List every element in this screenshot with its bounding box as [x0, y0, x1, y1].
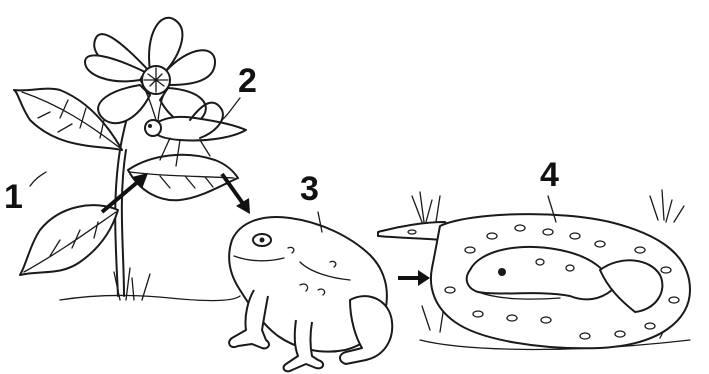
toad-illustration	[229, 212, 392, 371]
arrow-toad-to-snake	[398, 270, 430, 286]
label-toad: 3	[300, 170, 319, 208]
snake-illustration	[378, 190, 690, 349]
label-plant: 1	[4, 178, 23, 216]
flower	[85, 18, 215, 125]
plant-illustration	[14, 18, 240, 301]
label-snake: 4	[540, 156, 559, 194]
arrow-plant-to-grasshopper	[102, 173, 148, 212]
label-grasshopper: 2	[238, 62, 257, 100]
